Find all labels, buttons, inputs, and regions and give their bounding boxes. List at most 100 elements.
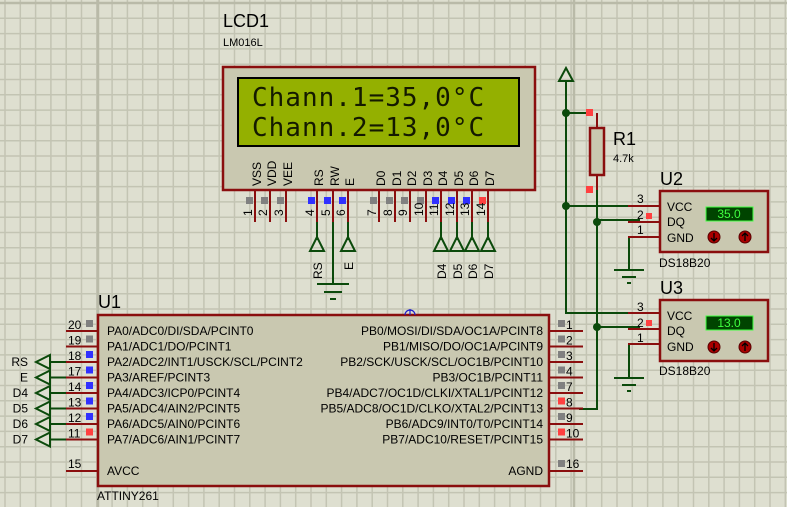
lcd-pin-number: 11 <box>427 203 441 216</box>
lcd-line-1: Chann.1=35,0°C <box>252 83 485 113</box>
lcd-pin-label: D0 <box>374 170 388 186</box>
net-label: D7 <box>13 433 29 447</box>
u1-pin-name: PA0/ADC0/DI/SDA/PCINT0 <box>107 324 254 338</box>
lcd-pin-label: D2 <box>405 170 419 186</box>
u1-pin-name: PA5/ADC4/AIN2/PCINT5 <box>107 402 240 416</box>
u3-increase-button[interactable] <box>738 340 752 354</box>
pin-state-indicator <box>277 197 284 204</box>
u2-temp-readout <box>705 206 754 222</box>
pin-state-indicator <box>86 382 93 389</box>
pin-state-indicator <box>463 197 470 204</box>
u1-pin-number: 8 <box>566 396 573 410</box>
u1-right-pins: 1PB0/MOSI/DI/SDA/OC1A/PCINT82PB1/MISO/DO… <box>320 318 583 447</box>
u1-pin-name: PB7/ADC10/RESET/PCINT15 <box>382 433 543 447</box>
lcd-pin-number: 7 <box>365 209 379 216</box>
u2-ref: U2 <box>660 169 683 189</box>
u1-pin-name: PB3/OC1B/PCINT11 <box>433 371 544 385</box>
lcd-pin-number: 6 <box>334 209 348 216</box>
sensor-u3[interactable]: U3 3 2 1 VCC DQ GND 13.0 DS18B20 <box>628 278 770 378</box>
pin-state-float <box>558 460 565 467</box>
lcd-pin-number: 2 <box>256 209 270 216</box>
u1-model: ATTINY261 <box>97 489 159 503</box>
u1-pin-16-num: 16 <box>566 457 580 471</box>
u1-pin-name: PA1/ADC1/DO/PCINT1 <box>107 340 232 354</box>
u3-decrease-button[interactable] <box>707 340 721 354</box>
r1-ref: R1 <box>613 129 636 149</box>
lcd-ref: LCD1 <box>223 11 269 31</box>
r1-value: 4.7k <box>613 153 634 165</box>
sensor-u2[interactable]: U2 3 2 1 VCC DQ GND 35.0 DS18B20 <box>628 169 770 270</box>
u2-decrease-button[interactable] <box>707 230 721 244</box>
u2-model: DS18B20 <box>659 256 711 270</box>
u1-pin-number: 20 <box>68 318 82 332</box>
u2-pin-dq: DQ <box>667 215 685 229</box>
u1-pin-number: 11 <box>68 427 81 441</box>
lcd-pin-number: 13 <box>458 202 472 216</box>
u3-temp-value: 13.0 <box>717 316 741 330</box>
pin-state-indicator <box>86 335 93 343</box>
lcd-pin-number: 8 <box>381 209 395 216</box>
lcd-pin-number: 4 <box>303 209 317 216</box>
pin-state-indicator <box>339 197 346 204</box>
lcd-pin-label: RS <box>312 169 326 186</box>
u3-pin-2-num: 2 <box>637 316 644 330</box>
pin-state-indicator <box>86 428 93 436</box>
lcd-pin-number: 10 <box>412 202 426 216</box>
lcd-pin-label: VEE <box>281 162 295 186</box>
origin-marker-icon <box>404 309 416 316</box>
pin-state-indicator <box>86 397 93 405</box>
lcd-pin-number: 9 <box>396 209 410 216</box>
pin-state-indicator <box>448 197 455 204</box>
u1-body[interactable] <box>96 313 551 488</box>
u3-pin-1-num: 1 <box>637 331 644 345</box>
lcd-component[interactable]: LCD1 LM016L Chann.1=35,0°C Chann.2=13,0°… <box>221 11 537 222</box>
u1-pin-number: 1 <box>566 318 573 332</box>
net-terminal <box>33 415 66 433</box>
net-terminal <box>33 368 66 387</box>
lcd-pin-label: D1 <box>390 170 404 186</box>
lcd-pin-number: 14 <box>474 202 488 216</box>
u1-pin-name: PA6/ADC5/AIN0/PCINT6 <box>107 417 240 431</box>
net-label: D4 <box>13 386 29 400</box>
pin-state-high <box>646 213 652 219</box>
u3-pin-vcc: VCC <box>667 309 693 323</box>
lcd-pin-label: D5 <box>452 170 466 186</box>
power-nets <box>557 65 644 410</box>
u1-pin-number: 4 <box>566 365 573 379</box>
u2-increase-button[interactable] <box>738 230 752 244</box>
pin-state-indicator <box>401 197 408 204</box>
pin-state-indicator <box>558 382 565 389</box>
arrow-up-icon <box>741 342 749 351</box>
u1-pin-15-num: 15 <box>68 457 82 471</box>
u1-pin-number: 14 <box>68 380 82 394</box>
pin-state-high <box>646 320 652 326</box>
lcd-pin-number: 12 <box>443 202 457 216</box>
u1-pin-name: PA4/ADC3/ICP0/PCINT4 <box>107 386 240 400</box>
lcd-model: LM016L <box>223 37 263 49</box>
u1-pin-number: 7 <box>566 380 573 394</box>
pin-state-indicator <box>558 366 565 374</box>
lcd-pin-label: D4 <box>436 170 450 186</box>
pin-state-indicator <box>479 197 486 204</box>
lcd-pin-label: RW <box>328 166 342 186</box>
pin-state-indicator <box>86 320 93 327</box>
net-label-rs: RS <box>311 262 325 279</box>
u1-pin-number: 3 <box>566 349 573 363</box>
pin-state-indicator <box>86 413 93 420</box>
u3-ref: U3 <box>660 278 683 298</box>
u3-temp-readout <box>705 315 754 331</box>
u1-pin-name: PB6/ADC9/INT0/T0/PCINT14 <box>386 417 544 431</box>
u3-model: DS18B20 <box>659 364 711 378</box>
u1-pin-name: PA7/ADC6/AIN1/PCINT7 <box>107 433 240 447</box>
u2-pin-1-num: 1 <box>637 223 644 237</box>
lcd-screen <box>237 77 520 147</box>
resistor-r1[interactable]: R1 4.7k <box>586 109 636 193</box>
u1-pin-number: 2 <box>566 334 573 348</box>
u2-pin-2-num: 2 <box>637 208 644 222</box>
r1-body[interactable] <box>588 126 606 177</box>
pin-state-indicator <box>308 197 315 204</box>
